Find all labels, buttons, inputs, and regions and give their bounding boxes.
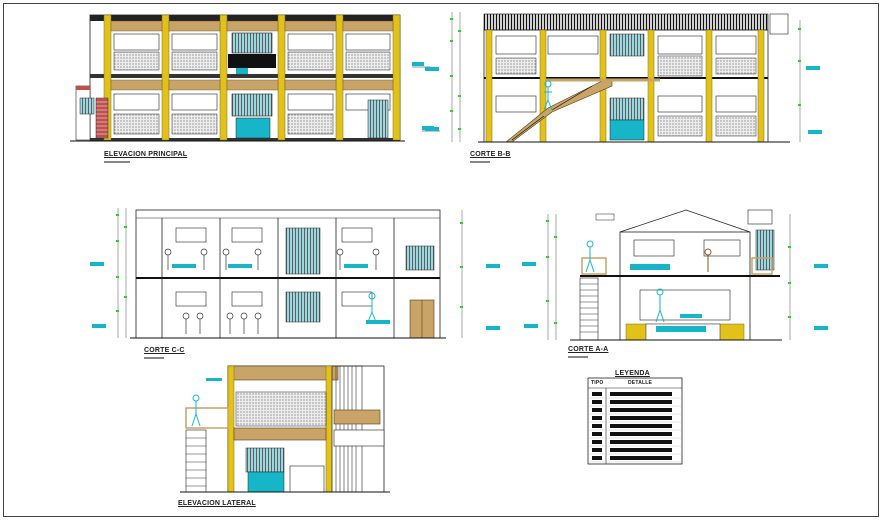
title-corte-c: CORTE C-C [144,347,185,354]
title-corte-b: CORTE B-B [470,151,511,158]
legend-row-detail [610,424,672,428]
scale-tick [104,161,130,163]
legend-row-swatch [592,424,602,428]
title-elevacion-lateral: ELEVACION LATERAL [178,500,256,507]
legend-row-swatch [592,456,602,460]
legend-row-swatch [592,416,602,420]
legend-row-detail [610,392,672,396]
elevacion-principal-drawing [70,14,440,142]
corte-a-drawing [522,209,828,341]
legend-row-detail [610,440,672,444]
legend-row-detail [610,416,672,420]
scale-tick [470,161,490,163]
legend-row-swatch [592,408,602,412]
title-corte-a: CORTE A-A [568,346,609,353]
legend-row-detail [610,432,672,436]
legend-col-detalle: DETALLE [628,380,653,386]
legend-row-swatch [592,448,602,452]
corte-b-drawing [425,12,822,143]
title-elevacion-principal: ELEVACION PRINCIPAL [104,151,188,158]
legend-title: LEYENDA [615,370,650,377]
legend-col-tipo: TIPO [591,380,604,386]
sheet-border [3,3,879,517]
legend-row-detail [610,448,672,452]
legend-row-detail [610,456,672,460]
elevacion-lateral-drawing [180,365,390,493]
legend-row-detail [610,408,672,412]
corte-c-drawing [90,208,500,339]
legend-row-swatch [592,392,602,396]
legend-row-detail [610,400,672,404]
legend-row-swatch [592,440,602,444]
legend-table-drawing [587,377,683,465]
scale-tick [144,357,164,359]
scale-tick [568,356,588,358]
legend-row-swatch [592,400,602,404]
legend-row-swatch [592,432,602,436]
